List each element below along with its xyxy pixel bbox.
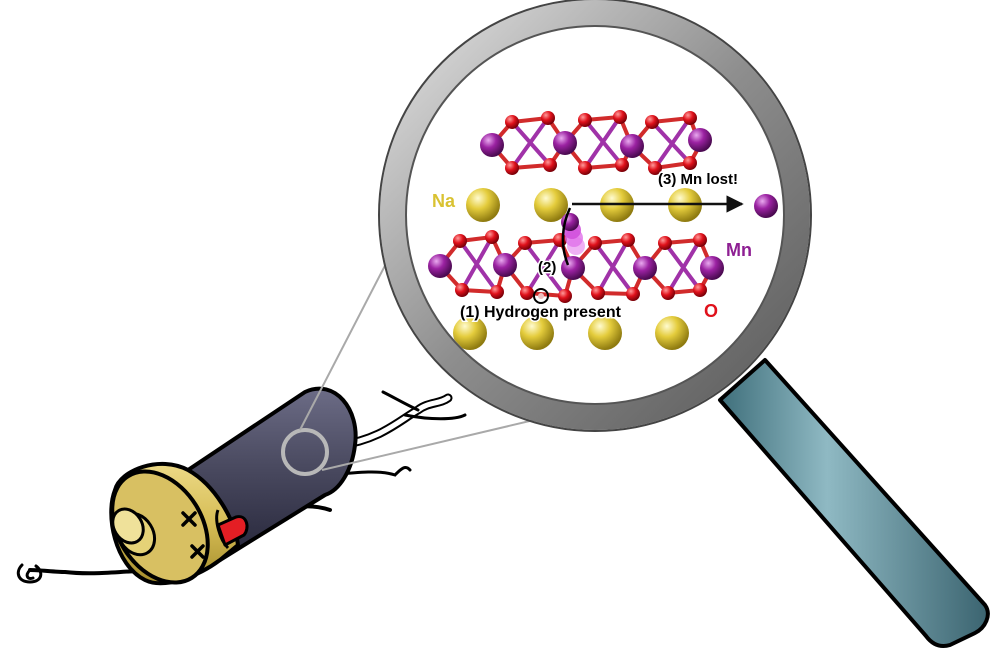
magnifying-glass-icon: [378, 0, 990, 648]
label-step3: (3) Mn lost!: [658, 171, 738, 188]
label-na: Na: [432, 191, 456, 211]
battery-terminal: [111, 507, 157, 557]
lost-mn-atom: [754, 194, 778, 218]
hydrogen-marker: [533, 288, 549, 304]
sodium-layer-lower: [453, 316, 689, 350]
battery-character-icon: [16, 386, 467, 586]
mno2-bottom-layer: [428, 230, 724, 303]
label-o: O: [704, 301, 718, 321]
crystal-structure: Na Mn O (1) Hydrogen present (2) (3) Mn …: [428, 110, 778, 350]
magnifier-handle: [718, 358, 990, 648]
label-step2: (2): [538, 259, 556, 276]
magnifier-rim: [380, 0, 810, 430]
label-step1: (1) Hydrogen present: [460, 304, 622, 321]
battery-x-eye: [181, 511, 205, 559]
battery-foot-left: [16, 563, 43, 584]
battery-tongue: [216, 515, 249, 547]
battery-hand-upper: [381, 390, 467, 421]
migration-path-arrow: [561, 207, 572, 266]
battery-arm-lower: [328, 466, 412, 477]
zoom-source-circle: [281, 428, 329, 476]
mno2-top-layer: [480, 110, 712, 175]
label-mn: Mn: [726, 240, 752, 260]
